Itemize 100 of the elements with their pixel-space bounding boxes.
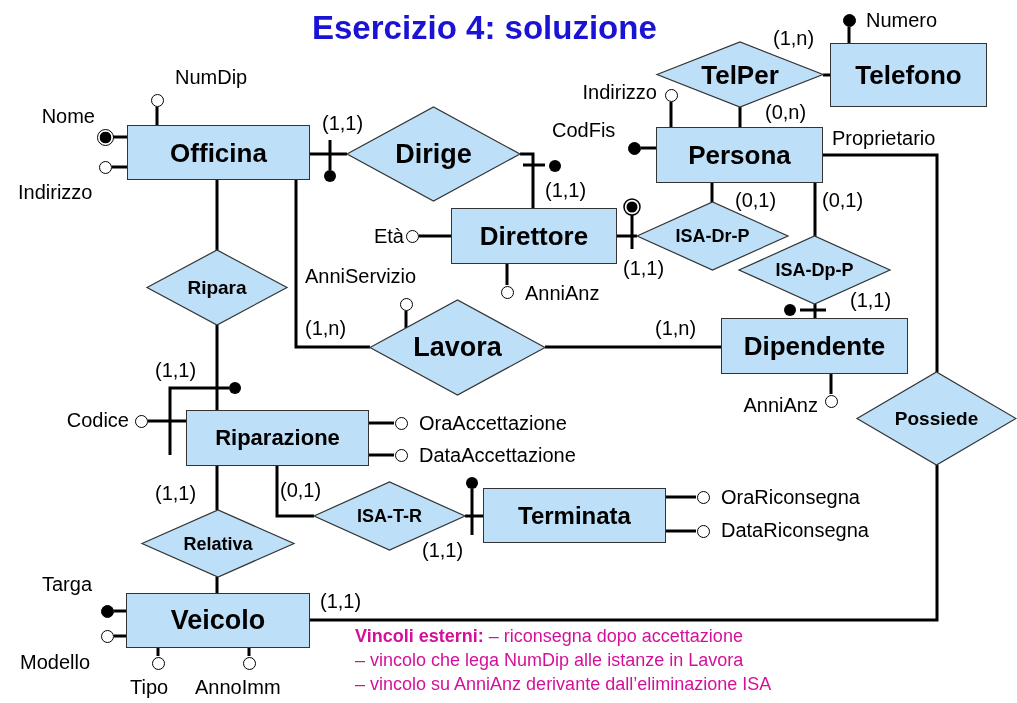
connector-line	[112, 165, 127, 169]
attribute-name: Nome	[41, 105, 95, 127]
connector-line	[823, 153, 939, 372]
attribute-circle	[405, 229, 419, 243]
connector-line	[114, 609, 126, 613]
edge-label: (0,1)	[280, 479, 322, 501]
connector-line	[666, 529, 696, 533]
attribute-circle	[824, 394, 838, 408]
entity-box	[451, 208, 617, 264]
attribute-name: DataRiconsegna	[721, 519, 869, 541]
identifier-dot	[627, 141, 641, 155]
relationship-name: Possiede	[894, 409, 979, 428]
connector-line	[505, 264, 509, 285]
entity-name: Telefono	[855, 62, 962, 88]
connector-line	[641, 146, 656, 150]
connector-line	[669, 102, 673, 127]
attribute-circle	[134, 414, 148, 428]
attribute-name: AnniAnz	[525, 282, 600, 304]
connector-line	[738, 107, 742, 127]
attribute-circle	[394, 416, 408, 430]
relationship-name: Dirige	[395, 140, 472, 168]
entity-box	[126, 593, 310, 648]
edge-label: (0,1)	[735, 189, 777, 211]
edge-label: (1,1)	[422, 539, 464, 561]
connector-line	[813, 183, 817, 236]
connector-line	[148, 419, 186, 423]
entity-box	[656, 127, 823, 183]
attribute-circle	[696, 490, 710, 504]
connector-line	[545, 345, 721, 349]
edge-label: (1,n)	[773, 27, 815, 49]
title: Esercizio 4: soluzione	[312, 10, 657, 47]
attribute-circle	[150, 93, 164, 107]
attribute-name: Indirizzo	[18, 181, 93, 203]
attribute-circle	[100, 629, 114, 643]
edge-label: (1,1)	[850, 289, 892, 311]
attribute-name: Tipo	[130, 676, 169, 698]
constraint-note: – vincolo su AnniAnz derivante dall’eliminazione ISA	[355, 675, 772, 695]
relationship-name: Lavora	[413, 334, 502, 361]
relationship-name: ISA-Dp-P	[775, 261, 854, 279]
edge-label: (1,1)	[623, 257, 665, 279]
connector-line	[369, 453, 394, 457]
connector-line	[215, 577, 219, 593]
attribute-circle	[696, 524, 710, 538]
connector-line	[404, 311, 408, 328]
attribute-name: Modello	[20, 651, 91, 673]
relationship-name: ISA-Dr-P	[675, 227, 750, 245]
entity-name: Persona	[688, 142, 791, 168]
connector-line	[310, 152, 347, 156]
connector-line	[823, 73, 830, 77]
connector-line	[294, 180, 370, 349]
connector-line	[666, 495, 696, 499]
entity-name: Officina	[170, 139, 267, 166]
attribute-name: OraRiconsegna	[721, 486, 860, 508]
connector-line	[156, 648, 160, 656]
attribute-name: Targa	[42, 573, 93, 595]
attribute-name: NumDip	[175, 66, 248, 88]
edge-label: (1,1)	[155, 482, 197, 504]
edge-label: (1,1)	[322, 112, 364, 134]
edge-label: (0,1)	[822, 189, 864, 211]
attribute-name: DataAccettazione	[419, 444, 576, 466]
identifier-dot	[96, 128, 114, 146]
connector-line	[847, 27, 851, 43]
entity-name: Terminata	[518, 503, 631, 528]
connector-line	[114, 634, 126, 638]
attribute-name: AnnoImm	[195, 676, 281, 698]
attribute-name: Indirizzo	[582, 81, 657, 103]
edge-label: (1,n)	[305, 317, 347, 339]
connector-line	[247, 648, 251, 656]
connector-line	[829, 374, 833, 394]
edge-label: (1,1)	[320, 590, 362, 612]
entity-name: Direttore	[479, 223, 589, 249]
attribute-name: Età	[373, 225, 404, 247]
constraint-note: – vincolo che lega NumDip alle istanze in Lavora	[355, 651, 744, 671]
entity-name: Dipendente	[743, 333, 886, 359]
connector-line	[520, 152, 535, 208]
attribute-name: AnniServizio	[305, 265, 417, 287]
connector-line	[617, 234, 637, 238]
attribute-name: CodFis	[552, 119, 616, 141]
attribute-name: Codice	[66, 409, 129, 431]
attribute-circle	[500, 285, 514, 299]
relationship-name: Relativa	[183, 534, 253, 553]
connector-line	[310, 465, 939, 622]
attribute-name: Numero	[866, 9, 938, 31]
edge-label: (1,n)	[655, 317, 697, 339]
entity-name: Veicolo	[170, 607, 266, 634]
entity-box	[483, 488, 666, 543]
entity-box	[721, 318, 908, 374]
entity-box	[186, 410, 369, 466]
relationship-name: TelPer	[701, 61, 779, 88]
connector-line	[215, 325, 219, 410]
entity-box	[830, 43, 987, 107]
edge-label: (0,n)	[765, 101, 807, 123]
connector-line	[369, 421, 394, 425]
identifier-dot	[842, 13, 856, 27]
edge-label: (1,1)	[155, 359, 197, 381]
attribute-circle	[98, 160, 112, 174]
connector-line	[215, 180, 219, 250]
attribute-circle	[242, 656, 256, 670]
attribute-circle	[394, 448, 408, 462]
attribute-circle	[399, 297, 413, 311]
